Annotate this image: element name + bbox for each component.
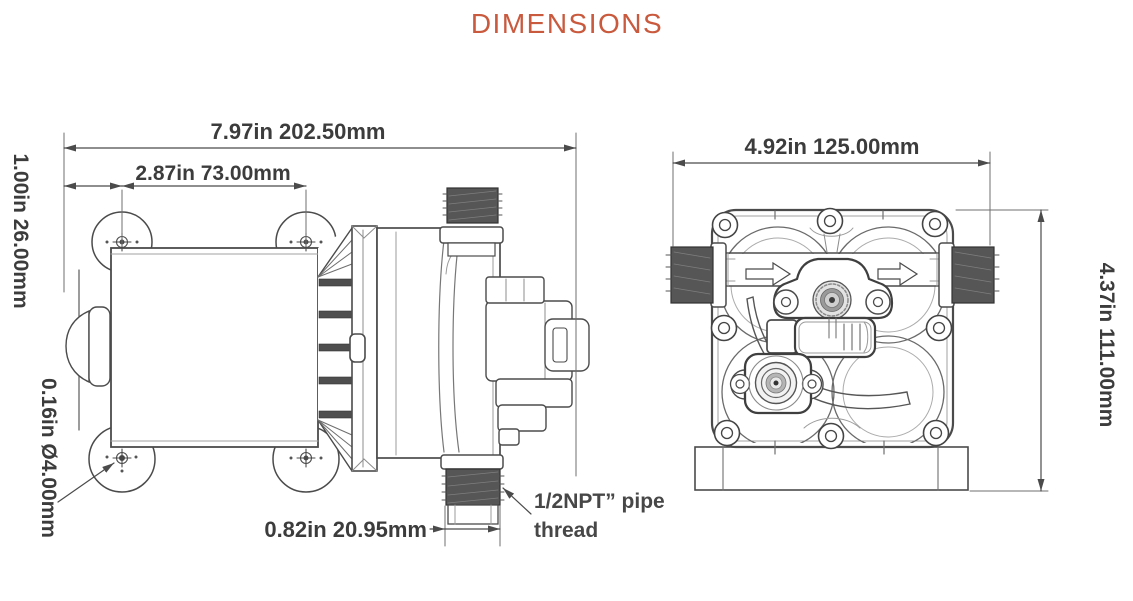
hole-diameter-label: 0.16in Ø4.00mm xyxy=(37,378,60,538)
bottom-port-flange xyxy=(440,454,504,470)
pipe-thread-note-line2: thread xyxy=(534,519,598,542)
housing-screws xyxy=(710,207,953,450)
bottom-threaded-port xyxy=(440,454,505,525)
front-view: 4.92in 125.00mm 4.37in 111.00mm xyxy=(665,134,1118,492)
top-threaded-port xyxy=(439,187,504,257)
flow-arrow-left xyxy=(745,261,792,287)
overall-length-label: 7.97in 202.50mm xyxy=(211,119,386,144)
overall-width-label: 4.92in 125.00mm xyxy=(745,134,920,159)
outlet-fitting xyxy=(938,242,1000,308)
lower-adjuster-assembly xyxy=(729,352,824,415)
base-pedestal xyxy=(694,446,969,491)
motor-adapter-fins xyxy=(317,226,361,472)
front-view-dimensions: 4.92in 125.00mm 4.37in 111.00mm xyxy=(672,134,1118,492)
adjuster-knob xyxy=(748,355,804,411)
valve-adjust-knob xyxy=(812,280,852,320)
leader-hole-diameter xyxy=(57,462,115,503)
band-clip-detail xyxy=(349,333,366,363)
screw-bottom-center xyxy=(817,422,845,450)
screw-mid-left xyxy=(710,314,738,342)
motor-body xyxy=(110,247,319,448)
flow-arrow-right xyxy=(877,261,919,287)
screw-top-center xyxy=(816,207,844,235)
port-width-label: 0.82in 20.95mm xyxy=(264,517,427,542)
pipe-thread-note-line1: 1/2NPT” pipe xyxy=(534,490,665,513)
mount-offset-label: 1.00in 26.00mm xyxy=(9,153,32,308)
top-port-collar xyxy=(439,226,504,244)
bottom-port-tip xyxy=(447,504,499,525)
pump-head xyxy=(376,227,501,459)
screw-top-left xyxy=(711,211,739,239)
switch-housing xyxy=(766,316,877,359)
side-view: 7.97in 202.50mm 2.87in 73.00mm 1.00in 26… xyxy=(9,119,665,547)
mount-hole-bottom-left xyxy=(105,448,138,473)
screw-top-right xyxy=(921,210,949,238)
screw-mid-right xyxy=(925,314,953,342)
pressure-switch-assembly xyxy=(485,276,590,446)
hole-spacing-label: 2.87in 73.00mm xyxy=(135,162,290,185)
screw-bottom-left xyxy=(713,419,741,447)
side-view-dimensions: 7.97in 202.50mm 2.87in 73.00mm 1.00in 26… xyxy=(9,119,665,547)
overall-height-label: 4.37in 111.00mm xyxy=(1095,263,1118,428)
mount-hole-bottom-right xyxy=(289,448,323,468)
inlet-fitting xyxy=(665,242,727,308)
page-title: DIMENSIONS xyxy=(471,8,663,39)
leader-pipe-thread xyxy=(502,487,532,515)
motor-end-bumper xyxy=(65,306,111,387)
screw-bottom-right xyxy=(922,419,950,447)
top-port-neck xyxy=(447,242,496,257)
center-valve-assembly xyxy=(772,233,894,320)
